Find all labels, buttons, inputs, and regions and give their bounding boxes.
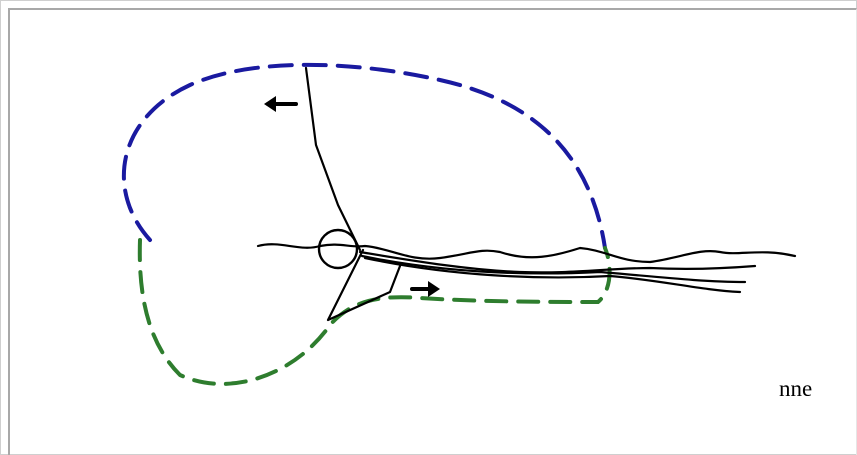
circle-marker bbox=[317, 228, 359, 270]
arrow-left-icon bbox=[264, 96, 298, 112]
blue-dashed-loop bbox=[121, 62, 607, 250]
arrow-right-icon bbox=[410, 281, 440, 297]
caption-text: nne bbox=[779, 376, 813, 401]
wavy-line-third bbox=[360, 254, 747, 284]
branch-line-upper bbox=[304, 66, 362, 252]
branch-line-lower bbox=[326, 248, 402, 322]
wavy-line-second bbox=[358, 250, 757, 274]
wavy-line-main bbox=[256, 243, 797, 264]
wavy-line-fourth bbox=[363, 256, 742, 294]
green-dashed-loop bbox=[137, 238, 612, 386]
